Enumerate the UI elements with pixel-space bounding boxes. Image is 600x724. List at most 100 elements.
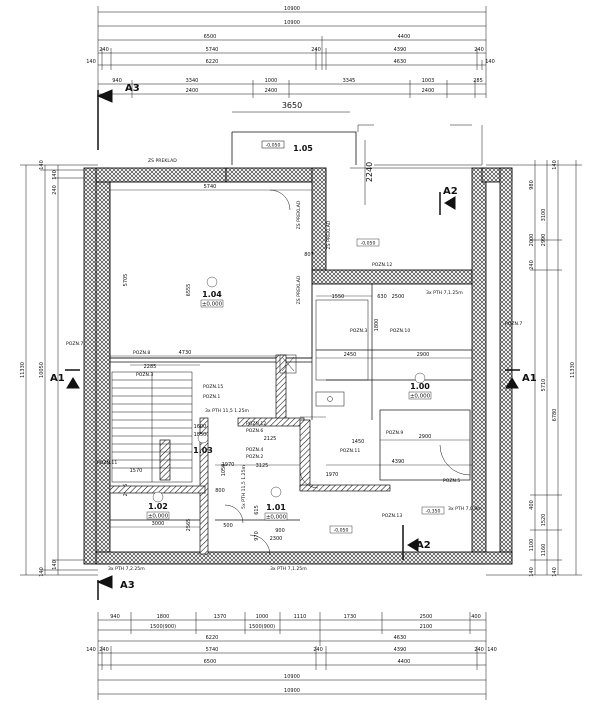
top-dim-overall: 10900: [284, 6, 300, 12]
interior-partitions: [109, 181, 472, 555]
bot-dim-240a: 240: [99, 647, 109, 653]
room-labels: 1.04 ±0,000 1.00 ±0,000 1.03 1.02 ±0,000…: [146, 276, 432, 521]
top-dim-4400: 4400: [398, 34, 411, 40]
right-dim-11330: 11330: [570, 362, 576, 378]
bot-dim-140b: 140: [487, 647, 497, 653]
bot-dim-2500: 2500: [420, 614, 433, 620]
top-dimension-chains: [97, 6, 487, 98]
bot-dim-1110: 1110: [294, 614, 307, 620]
top-dim-240a: 240: [99, 47, 109, 53]
top-dim-2400a: 2400: [186, 88, 199, 94]
right-dim-1100: 1100: [529, 539, 535, 552]
section-markers: [65, 89, 520, 600]
label-pozn12: POZN.12: [246, 421, 266, 427]
room-1-03-number: 1.03: [193, 446, 213, 455]
label-zs-preklad-c: ZS PREKLAD: [296, 275, 302, 304]
label-pozn6: POZN.6: [246, 428, 263, 434]
dim-807: 807: [304, 252, 314, 258]
top-dim-1000: 1000: [265, 78, 278, 84]
label-pozn10: POZN.10: [390, 328, 410, 334]
bottom-right-level: -0,350: [426, 509, 441, 515]
dim-1850: 1850: [194, 432, 207, 438]
label-pozn4: POZN.4: [246, 447, 263, 453]
label-pozn1: POZN.1: [203, 394, 220, 400]
label-pozn3-right: POZN.3: [350, 328, 367, 334]
left-dimension-chains: [20, 164, 98, 576]
top-dim-3345: 3345: [343, 78, 356, 84]
note-labels: ZS PREKLAD ZS PREKLAD ZS PREKLAD ZS PREK…: [66, 158, 522, 572]
bot-dim-6220: 6220: [206, 635, 219, 641]
bot-dim-4390: 4390: [394, 647, 407, 653]
right-dim-1160: 1160: [541, 544, 547, 557]
room-1-04-number: 1.04: [202, 290, 222, 299]
label-pth-mid: 3x PTH 11,5 1.25m: [205, 408, 250, 414]
dim-1550: 1550: [332, 294, 345, 300]
staircase: [111, 371, 193, 483]
dim-900: 900: [275, 528, 285, 534]
dim-6555: 6555: [186, 284, 192, 297]
label-pth-top: 3x PTH 7,1.25m: [426, 290, 463, 296]
label-pozn5: POZN.5: [443, 478, 460, 484]
section-a1-right: A1: [522, 373, 537, 384]
left-dim-10050: 10050: [39, 362, 45, 378]
dim-4390-inner: 4390: [392, 459, 405, 465]
dim-500: 500: [223, 523, 233, 529]
section-a1-left: A1: [50, 373, 65, 384]
label-pozn7-right: POZN.7: [505, 321, 522, 327]
label-pth-bottom1: 3x PTH 7,2.25m: [108, 566, 145, 572]
room-1-04-level: ±0,000: [202, 302, 223, 308]
right-dim-140a: 140: [552, 160, 558, 170]
inner-dimension-lines: [110, 189, 472, 528]
right-dim-980: 980: [529, 180, 535, 190]
right-dim-5710: 5710: [541, 379, 547, 392]
door-swings: [224, 189, 471, 556]
right-dim-140b: 140: [552, 567, 558, 577]
top-dim-240b: 240: [311, 47, 321, 53]
right-dim-240: 240: [529, 260, 535, 270]
section-a3-top: A3: [125, 83, 140, 94]
top-dim-240c: 240: [474, 47, 484, 53]
dim-2450: 2450: [344, 352, 357, 358]
dim-800: 800: [215, 488, 225, 494]
left-dim-140a: 140: [39, 160, 45, 170]
left-dim-140d: 140: [52, 560, 58, 570]
left-dim-140c: 140: [39, 567, 45, 577]
label-zs-preklad-b: ZS PREKLAD: [326, 220, 332, 249]
dim-970: 970: [254, 531, 260, 541]
label-pozn2: POZN.2: [246, 454, 263, 460]
top-dim-4390: 4390: [394, 47, 407, 53]
left-dim-5705: 5705: [123, 274, 129, 287]
right-dim-2990: 2990: [541, 234, 547, 247]
label-pozn3-left: POZN.3: [136, 372, 153, 378]
dim-1570: 1570: [130, 468, 143, 474]
label-pozn11-left: POZN.11: [97, 460, 117, 466]
left-dim-11330: 11330: [20, 362, 26, 378]
label-pozn13: POZN.13: [382, 513, 402, 519]
dim-2565: 2565: [186, 519, 192, 532]
right-dim-6780: 6780: [552, 409, 558, 422]
terrace-number: 1.05: [293, 144, 313, 153]
bot-dim-1000: 1000: [256, 614, 269, 620]
bot-dim-overall: 10900: [284, 674, 300, 680]
dim-2900b: 2900: [419, 434, 432, 440]
top-dim-285: 285: [473, 78, 483, 84]
right-dim-400: 400: [529, 500, 535, 510]
label-pozn7-left: POZN.7: [66, 341, 83, 347]
room-1-00-level: ±0,000: [410, 394, 431, 400]
dim-1050: 1050: [221, 464, 227, 477]
bot-dim-240b: 240: [313, 647, 323, 653]
label-pozn15: POZN.15: [203, 384, 223, 390]
dim-2125: 2125: [264, 436, 277, 442]
section-a3-bottom: A3: [120, 580, 135, 591]
dim-2285: 2285: [144, 364, 157, 370]
terrace-outline: [231, 111, 483, 240]
dim-1970b: 1970: [326, 472, 339, 478]
bot-dim-4630: 4630: [394, 635, 407, 641]
bot-dim-400: 400: [471, 614, 481, 620]
bot-dim-1800: 1800: [157, 614, 170, 620]
room-1-02-number: 1.02: [148, 502, 168, 511]
bot-dim-1500-900b: 1500(900): [249, 624, 275, 630]
bot-dim-2100: 2100: [420, 624, 433, 630]
label-pozn9: POZN.9: [386, 430, 403, 436]
